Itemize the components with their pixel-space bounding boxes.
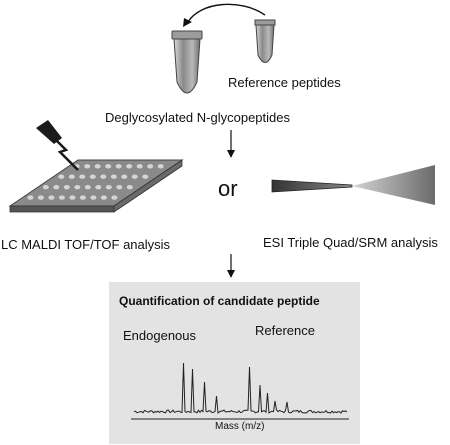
plate-well: [126, 164, 133, 169]
plate-well: [79, 195, 86, 200]
plate-well: [136, 164, 143, 169]
curved-arrow-icon: [183, 3, 266, 27]
spectrum-trace: [133, 362, 348, 414]
plate-well: [89, 174, 96, 179]
plate-well: [94, 164, 101, 169]
plate-well: [58, 174, 65, 179]
maldi-plate-icon: [8, 159, 184, 213]
plate-well: [53, 185, 60, 190]
plate-well: [79, 174, 86, 179]
plate-well: [63, 185, 70, 190]
plate-well: [105, 164, 112, 169]
esi-label: ESI Triple Quad/SRM analysis: [263, 235, 438, 250]
plate-well: [27, 195, 34, 200]
reference-peptides-label: Reference peptides: [228, 75, 341, 90]
down-arrow-icon: [227, 130, 235, 158]
plate-well: [95, 185, 102, 190]
down-arrow-icon: [227, 254, 235, 278]
plate-well: [105, 185, 112, 190]
laser-icon: [36, 120, 79, 171]
plate-well: [147, 164, 154, 169]
large-tube-icon: [171, 30, 203, 94]
plate-well: [115, 164, 122, 169]
plate-well: [90, 195, 97, 200]
plate-well: [100, 195, 107, 200]
plate-well: [69, 195, 76, 200]
deglycosylated-label: Deglycosylated N-glycopeptides: [105, 110, 290, 125]
plate-well: [42, 185, 49, 190]
panel-title: Quantification of candidate peptide: [119, 294, 320, 308]
plate-well: [84, 164, 91, 169]
esi-needle-icon: [271, 165, 435, 205]
plate-well: [116, 185, 123, 190]
or-label: or: [218, 176, 238, 201]
plate-well: [131, 174, 138, 179]
plate-well: [110, 174, 117, 179]
plate-well: [142, 174, 149, 179]
plate-well: [48, 195, 55, 200]
plate-well: [37, 195, 44, 200]
x-axis-label: Mass (m/z): [215, 421, 265, 432]
small-tube-icon: [254, 19, 276, 63]
lc-maldi-label: LC MALDI TOF/TOF analysis: [1, 237, 171, 252]
plate-well: [111, 195, 118, 200]
plate-well: [68, 174, 75, 179]
quantification-panel: Quantification of candidate peptide Endo…: [109, 282, 360, 444]
plate-well: [121, 174, 128, 179]
reference-label: Reference: [255, 323, 315, 338]
plate-well: [84, 185, 91, 190]
plate-well: [157, 164, 164, 169]
mass-spectrum: [131, 362, 349, 420]
plate-well: [58, 195, 65, 200]
plate-well: [74, 185, 81, 190]
plate-well: [100, 174, 107, 179]
plate-well: [126, 185, 133, 190]
endogenous-label: Endogenous: [123, 328, 197, 343]
